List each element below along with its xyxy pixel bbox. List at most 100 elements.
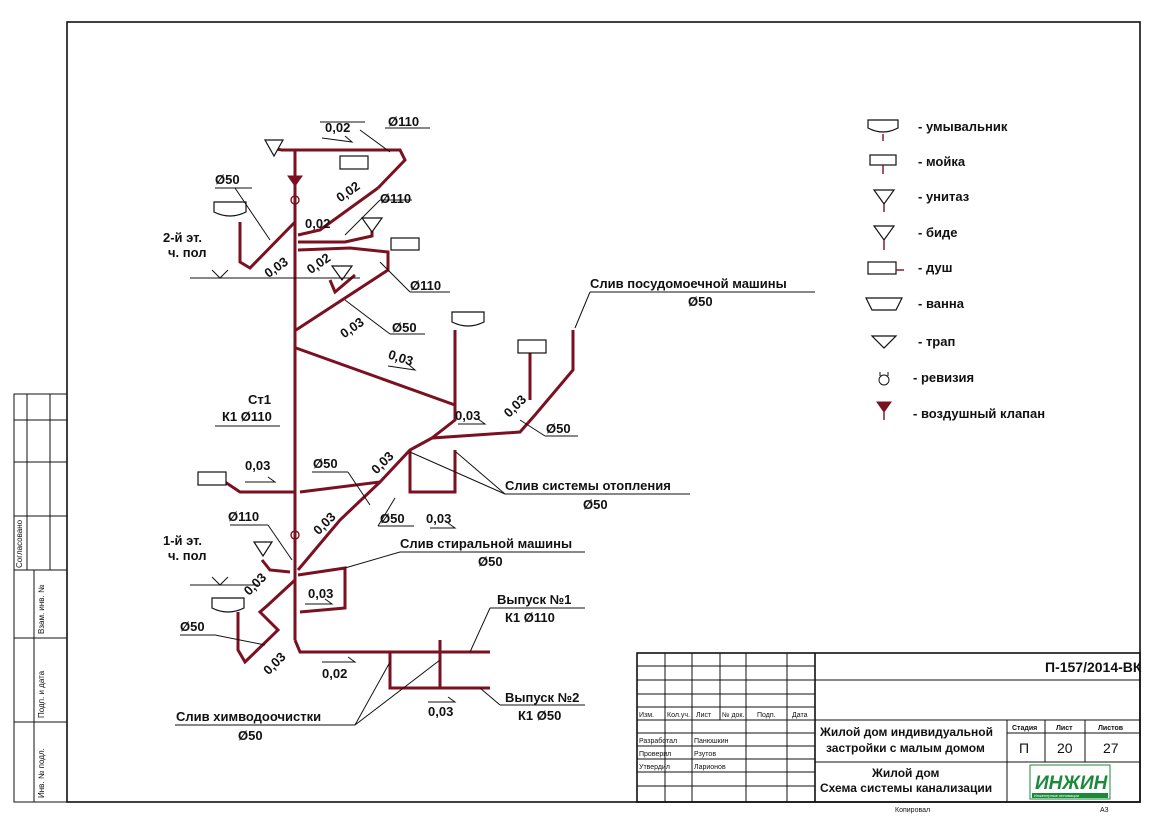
slope-mid: 0,03	[337, 314, 366, 341]
legend-label-0: - умывальник	[918, 119, 1008, 134]
floor1-line2: ч. пол	[168, 548, 207, 563]
legend-label-7: - ревизия	[913, 370, 974, 385]
floor-levels	[190, 269, 360, 586]
stage-label: Стадия	[1012, 725, 1037, 732]
inv-orig-label: Инв. № подл.	[37, 748, 46, 798]
logo-text: ИНЖИН	[1035, 773, 1109, 794]
diam-top: Ø110	[388, 114, 419, 129]
slope-heating-left: 0,03	[245, 458, 270, 473]
slope-bidet: 0,02	[304, 250, 333, 277]
drycleaning-diam: Ø50	[238, 728, 263, 743]
inspection-icon	[878, 374, 890, 386]
diam-110-b: Ø110	[380, 191, 411, 206]
stage-value: П	[1019, 740, 1029, 756]
copied-label: Копировал	[895, 807, 930, 814]
heating-label: Слив системы отопления	[505, 478, 671, 493]
project-line2: застройки с малым домом	[826, 741, 985, 755]
diam-washbasin2: Ø50	[215, 172, 240, 187]
slope-washbasin2: 0,03	[261, 254, 290, 281]
floor-drain-icon	[870, 335, 898, 349]
dishwasher-diam: Ø50	[688, 294, 713, 309]
outlet2-diam: К1 Ø50	[518, 708, 561, 723]
sink-icon	[869, 154, 897, 166]
bidet-icon	[872, 225, 896, 242]
slope-outlet: 0,02	[322, 666, 347, 681]
legend-label-2: - унитаз	[918, 189, 970, 204]
col-list: Лист	[696, 712, 712, 719]
diam-50-dish: Ø50	[546, 421, 571, 436]
name-checked: Рзутов	[694, 751, 716, 758]
diam-50-heat: Ø50	[313, 456, 338, 471]
washbasin-icon	[867, 119, 899, 133]
sheet-title1: Жилой дом	[871, 766, 940, 780]
left-strip: Согласовано Взам. инв. № Подп. и дата Ин…	[13, 393, 68, 803]
col-date: Дата	[792, 712, 808, 719]
legend-label-3: - биде	[918, 225, 957, 240]
role-checked: Проверил	[639, 751, 671, 758]
slope-dish: 0,03	[501, 392, 530, 421]
slope-floor1: 0,03	[241, 570, 270, 599]
bathtub-icon	[865, 297, 903, 311]
logo-sub: Инженерные инновации	[1034, 793, 1079, 798]
washer-diam: Ø50	[478, 554, 503, 569]
fixtures	[197, 139, 547, 613]
leaders	[175, 121, 815, 726]
slope-heat-diag: 0,03	[368, 448, 397, 477]
floor1-line1: 1-й эт.	[163, 533, 202, 548]
toilet-icon	[872, 189, 896, 206]
slope-toilet: 0,02	[305, 216, 330, 231]
project-line1: Жилой дом индивидуальной	[819, 725, 993, 739]
slope-arrows	[245, 135, 487, 703]
company-logo: ИНЖИН Инженерные инновации	[1029, 764, 1111, 800]
diam-110-c: Ø110	[410, 278, 441, 293]
name-developed: Панюшкин	[694, 738, 729, 745]
diam-50-heat2: Ø50	[380, 511, 405, 526]
legend-label-1: - мойка	[918, 154, 966, 169]
riser-spec: К1 Ø110	[222, 409, 272, 424]
riser-name: Ст1	[248, 392, 271, 407]
washer-label: Слив стиральной машины	[400, 536, 572, 551]
col-doc: № док.	[722, 712, 744, 719]
diam-50-wb1: Ø50	[180, 619, 205, 634]
sheet-value: 20	[1057, 740, 1073, 756]
slope-top: 0,02	[325, 120, 350, 135]
slope-wb1: 0,03	[260, 649, 289, 678]
col-kolvo: Кол.уч.	[667, 712, 690, 719]
floor2-line2: ч. пол	[168, 245, 207, 260]
air-valve-icon	[876, 401, 892, 413]
sheet-label: Лист	[1056, 725, 1073, 732]
outlet2-label: Выпуск №2	[505, 690, 579, 705]
sheets-value: 27	[1103, 740, 1119, 756]
slope-right: 0,03	[455, 408, 480, 423]
agreed-label: Согласовано	[15, 519, 24, 568]
role-approved: Утвердил	[639, 764, 670, 771]
drycleaning-label: Слив химводоочистки	[176, 709, 321, 724]
col-izm: Изм.	[639, 712, 654, 719]
heating-diam: Ø50	[583, 497, 608, 512]
slope-outlet2: 0,03	[428, 704, 453, 719]
slope-washer: 0,03	[308, 586, 333, 601]
slope-diag-lower: 0,03	[310, 509, 339, 538]
outlet1-diam: К1 Ø110	[505, 610, 555, 625]
pipe-network	[224, 146, 575, 690]
slope-heat2: 0,03	[426, 511, 451, 526]
sheets-label: Листов	[1098, 725, 1124, 732]
legend-label-6: - трап	[918, 334, 955, 349]
sheet-title2: Схема системы канализации	[820, 781, 992, 795]
col-sign: Подп.	[757, 712, 776, 719]
legend-label-4: - душ	[918, 260, 952, 275]
legend-label-8: - воздушный клапан	[913, 406, 1045, 421]
diam-50-mid: Ø50	[392, 320, 417, 335]
dishwasher-label: Слив посудомоечной машины	[590, 276, 787, 291]
floor2-line1: 2-й эт.	[163, 230, 202, 245]
drawing-code: П-157/2014-ВК	[1045, 659, 1142, 675]
sign-date-label: Подп. и дата	[37, 670, 46, 718]
diam-110-lower: Ø110	[228, 509, 259, 524]
format-label: А3	[1100, 807, 1109, 814]
legend: - умывальник - мойка - унитаз - биде - д…	[865, 119, 1045, 421]
inv-replace-label: Взам. инв. №	[37, 584, 46, 634]
name-approved: Ларионов	[694, 764, 726, 771]
role-developed: Разработал	[639, 737, 677, 745]
shower-icon	[867, 261, 897, 275]
